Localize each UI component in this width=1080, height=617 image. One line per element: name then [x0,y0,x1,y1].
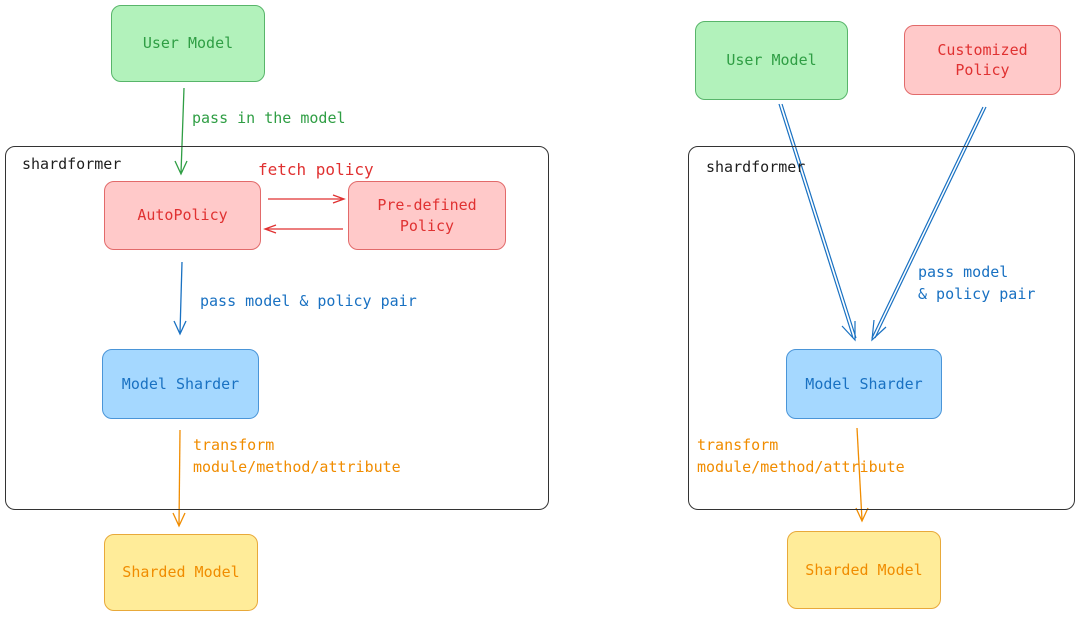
autopolicy-node: AutoPolicy [104,181,261,250]
edge-label-right-transform: transform module/method/attribute [697,436,905,476]
customized-policy-node: Customized Policy [904,25,1061,95]
model-sharder-node: Model Sharder [102,349,259,419]
sharded-model-node: Sharded Model [104,534,258,611]
edge-label-fetch-policy: fetch policy [258,160,374,179]
edge-label-transform: transform module/method/attribute [193,436,401,476]
user-model-node-right: User Model [695,21,848,100]
model-sharder-node-right: Model Sharder [786,349,942,419]
edge-label-pass-in-model: pass in the model [192,109,346,127]
shardformer-frame-right [688,146,1075,510]
user-model-node: User Model [111,5,265,82]
edge-label-pass-model-policy-pair: pass model & policy pair [200,292,417,310]
shardformer-frame-title-right: shardformer [706,158,806,176]
sharded-model-node-right: Sharded Model [787,531,941,609]
predefined-policy-node: Pre-defined Policy [348,181,506,250]
shardformer-frame-title-left: shardformer [22,155,122,173]
shardformer-frame-left [5,146,549,510]
edge-label-right-pass-model-policy-pair: pass model & policy pair [918,263,1036,303]
